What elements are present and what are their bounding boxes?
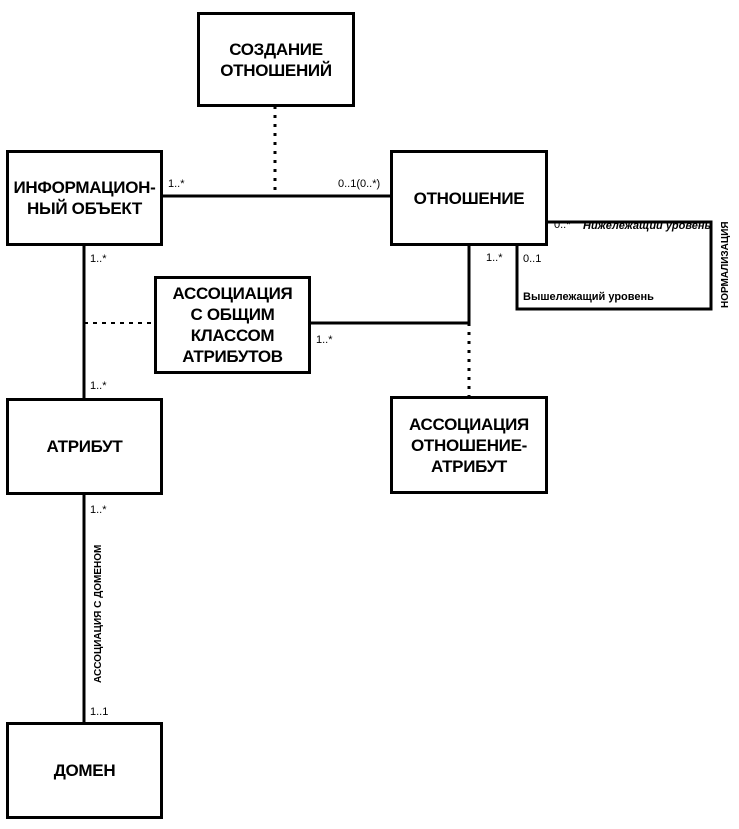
creation-relations-box: СОЗДАНИЕ ОТНОШЕНИЙ: [197, 12, 355, 107]
mult-info-relation-left: 1..*: [168, 178, 185, 190]
mult-info-relation-right: 0..1(0..*): [338, 178, 381, 190]
mult-common-class-left: 1..*: [316, 334, 333, 346]
relation-attribute-association-box: АССОЦИАЦИЯ ОТНОШЕНИЕ- АТРИБУТ: [390, 396, 548, 494]
normalization-label: НОРМАЛИЗАЦИЯ: [720, 221, 731, 308]
mult-attribute-up: 1..*: [90, 380, 107, 392]
information-object-box: ИНФОРМАЦИОН- НЫЙ ОБЪЕКТ: [6, 150, 163, 246]
domain-association-label: АССОЦИАЦИЯ С ДОМЕНОМ: [93, 544, 104, 683]
mult-attribute-down: 1..*: [90, 504, 107, 516]
mult-domain-up: 1..1: [90, 706, 109, 718]
mult-info-down: 1..*: [90, 253, 107, 265]
attribute-box: АТРИБУТ: [6, 398, 163, 495]
relation-box: ОТНОШЕНИЕ: [390, 150, 548, 246]
mult-lower-level: 0..*: [554, 219, 571, 231]
lower-level-label: Нижележащий уровень: [583, 220, 712, 232]
upper-level-label: Вышележащий уровень: [523, 291, 654, 303]
mult-relation-down: 1..*: [486, 252, 503, 264]
domain-box: ДОМЕН: [6, 722, 163, 819]
line-normalization-loop: [515, 220, 713, 311]
mult-upper-level: 0..1: [523, 253, 542, 265]
common-class-association-box: АССОЦИАЦИЯ С ОБЩИМ КЛАССОМ АТРИБУТОВ: [154, 276, 311, 374]
